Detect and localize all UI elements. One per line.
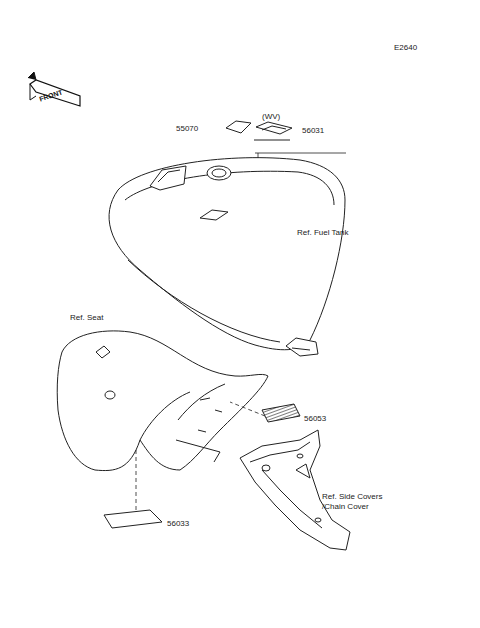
part-number: 56033: [167, 519, 189, 529]
label-sticker: [254, 122, 292, 140]
reference-label: E2640: [394, 43, 417, 53]
part-number: 55070: [176, 124, 198, 134]
label-sticker: [226, 121, 251, 133]
reference-label: Ref. Seat: [70, 313, 103, 323]
front-arrow-icon: [28, 72, 80, 106]
part-number: 56053: [304, 414, 326, 424]
part-number: 56031: [302, 126, 324, 136]
fuel-tank: [109, 158, 345, 356]
leader-line: [230, 402, 265, 416]
label-sticker: [262, 404, 300, 422]
reference-label: Ref. Fuel Tank: [297, 228, 348, 238]
reference-label: (WV): [262, 112, 280, 122]
seat: [57, 331, 268, 471]
side-cover: [240, 430, 350, 550]
reference-label: Ref. Side Covers /Chain Cover: [322, 492, 392, 512]
label-sticker: [104, 510, 162, 528]
leader-line: [136, 450, 137, 512]
